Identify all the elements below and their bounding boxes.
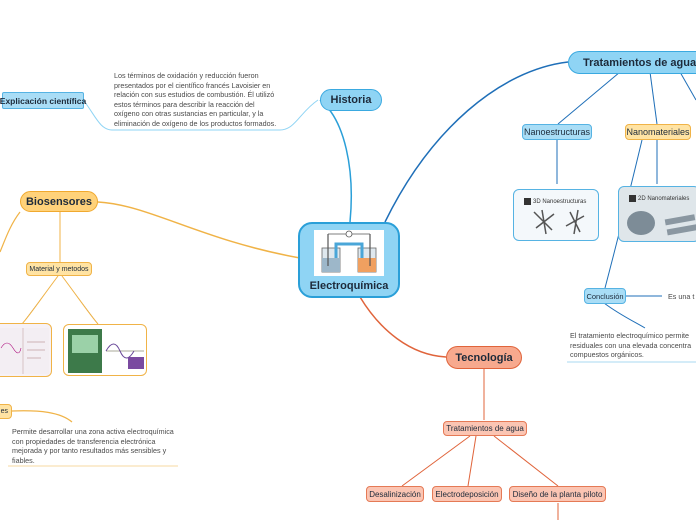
electrochemical-cell-icon <box>314 230 384 276</box>
conclusion-label: Conclusión <box>586 291 624 301</box>
img2-caption: 2D Nanomateriales <box>638 195 690 202</box>
biosensores-label: Biosensores <box>25 195 93 208</box>
central-node[interactable]: Electroquímica <box>298 222 400 298</box>
nanomateriales-label: Nanomateriales <box>626 127 690 137</box>
electrodeposicion-node[interactable]: Electrodeposición <box>432 486 502 502</box>
electrodeposicion-label: Electrodeposición <box>435 489 499 499</box>
conclusion-note: El tratamiento electroquímico permite re… <box>570 331 692 360</box>
historia-label: Historia <box>330 94 372 106</box>
central-title: Electroquímica <box>309 280 389 292</box>
nanomateriales-image[interactable]: 2D Nanomateriales <box>618 186 696 242</box>
tratamientos-label: Tratamientos de aguas re <box>583 56 696 69</box>
tecnologia-node[interactable]: Tecnología <box>446 346 522 369</box>
explicacion-label: Explicación científica <box>0 95 87 106</box>
biosensor-image-2[interactable] <box>63 324 147 376</box>
biosensor-figure <box>0 328 49 374</box>
historia-note: Los términos de oxidación y reducción fu… <box>114 71 277 128</box>
explicacion-node[interactable]: Explicación científica <box>0 92 87 109</box>
historia-node[interactable]: Historia <box>320 89 382 111</box>
biosensor-image-1[interactable] <box>0 323 52 377</box>
cut-node[interactable]: es <box>0 404 12 419</box>
desalinizacion-node[interactable]: Desalinización <box>366 486 424 502</box>
image-icon <box>524 198 531 205</box>
tratamientos-agua-node[interactable]: Tratamientos de agua <box>443 421 527 436</box>
diseno-planta-node[interactable]: Diseño de la planta piloto <box>509 486 606 502</box>
material-metodos-node[interactable]: Material y metodos <box>26 262 92 276</box>
biosensores-note: Permite desarrollar una zona activa elec… <box>12 427 174 465</box>
desalinizacion-label: Desalinización <box>369 489 421 499</box>
tratamientos-node[interactable]: Tratamientos de aguas re <box>568 51 696 74</box>
conclusion-side-text: Es una t <box>668 292 695 301</box>
nanoestructuras-node[interactable]: Nanoestructuras <box>522 124 592 140</box>
material-metodos-label: Material y metodos <box>29 265 89 273</box>
biosensores-node[interactable]: Biosensores <box>20 191 98 212</box>
nanoestructuras-image[interactable]: 3D Nanoestructuras <box>513 189 599 241</box>
tecnologia-label: Tecnología <box>455 351 513 364</box>
cut-node-label: es <box>0 408 8 415</box>
nanoestructuras-label: Nanoestructuras <box>523 127 591 137</box>
tratamientos-agua-label: Tratamientos de agua <box>446 424 524 433</box>
img1-caption: 3D Nanoestructuras <box>533 198 587 205</box>
conclusion-node[interactable]: Conclusión <box>584 288 626 304</box>
nanomaterial-drawing <box>627 211 696 236</box>
nanostructure-drawing <box>533 209 585 235</box>
image-icon <box>629 195 636 202</box>
biosensor-diagram <box>68 329 144 373</box>
diseno-planta-label: Diseño de la planta piloto <box>512 489 603 499</box>
nanomateriales-node[interactable]: Nanomateriales <box>625 124 691 140</box>
